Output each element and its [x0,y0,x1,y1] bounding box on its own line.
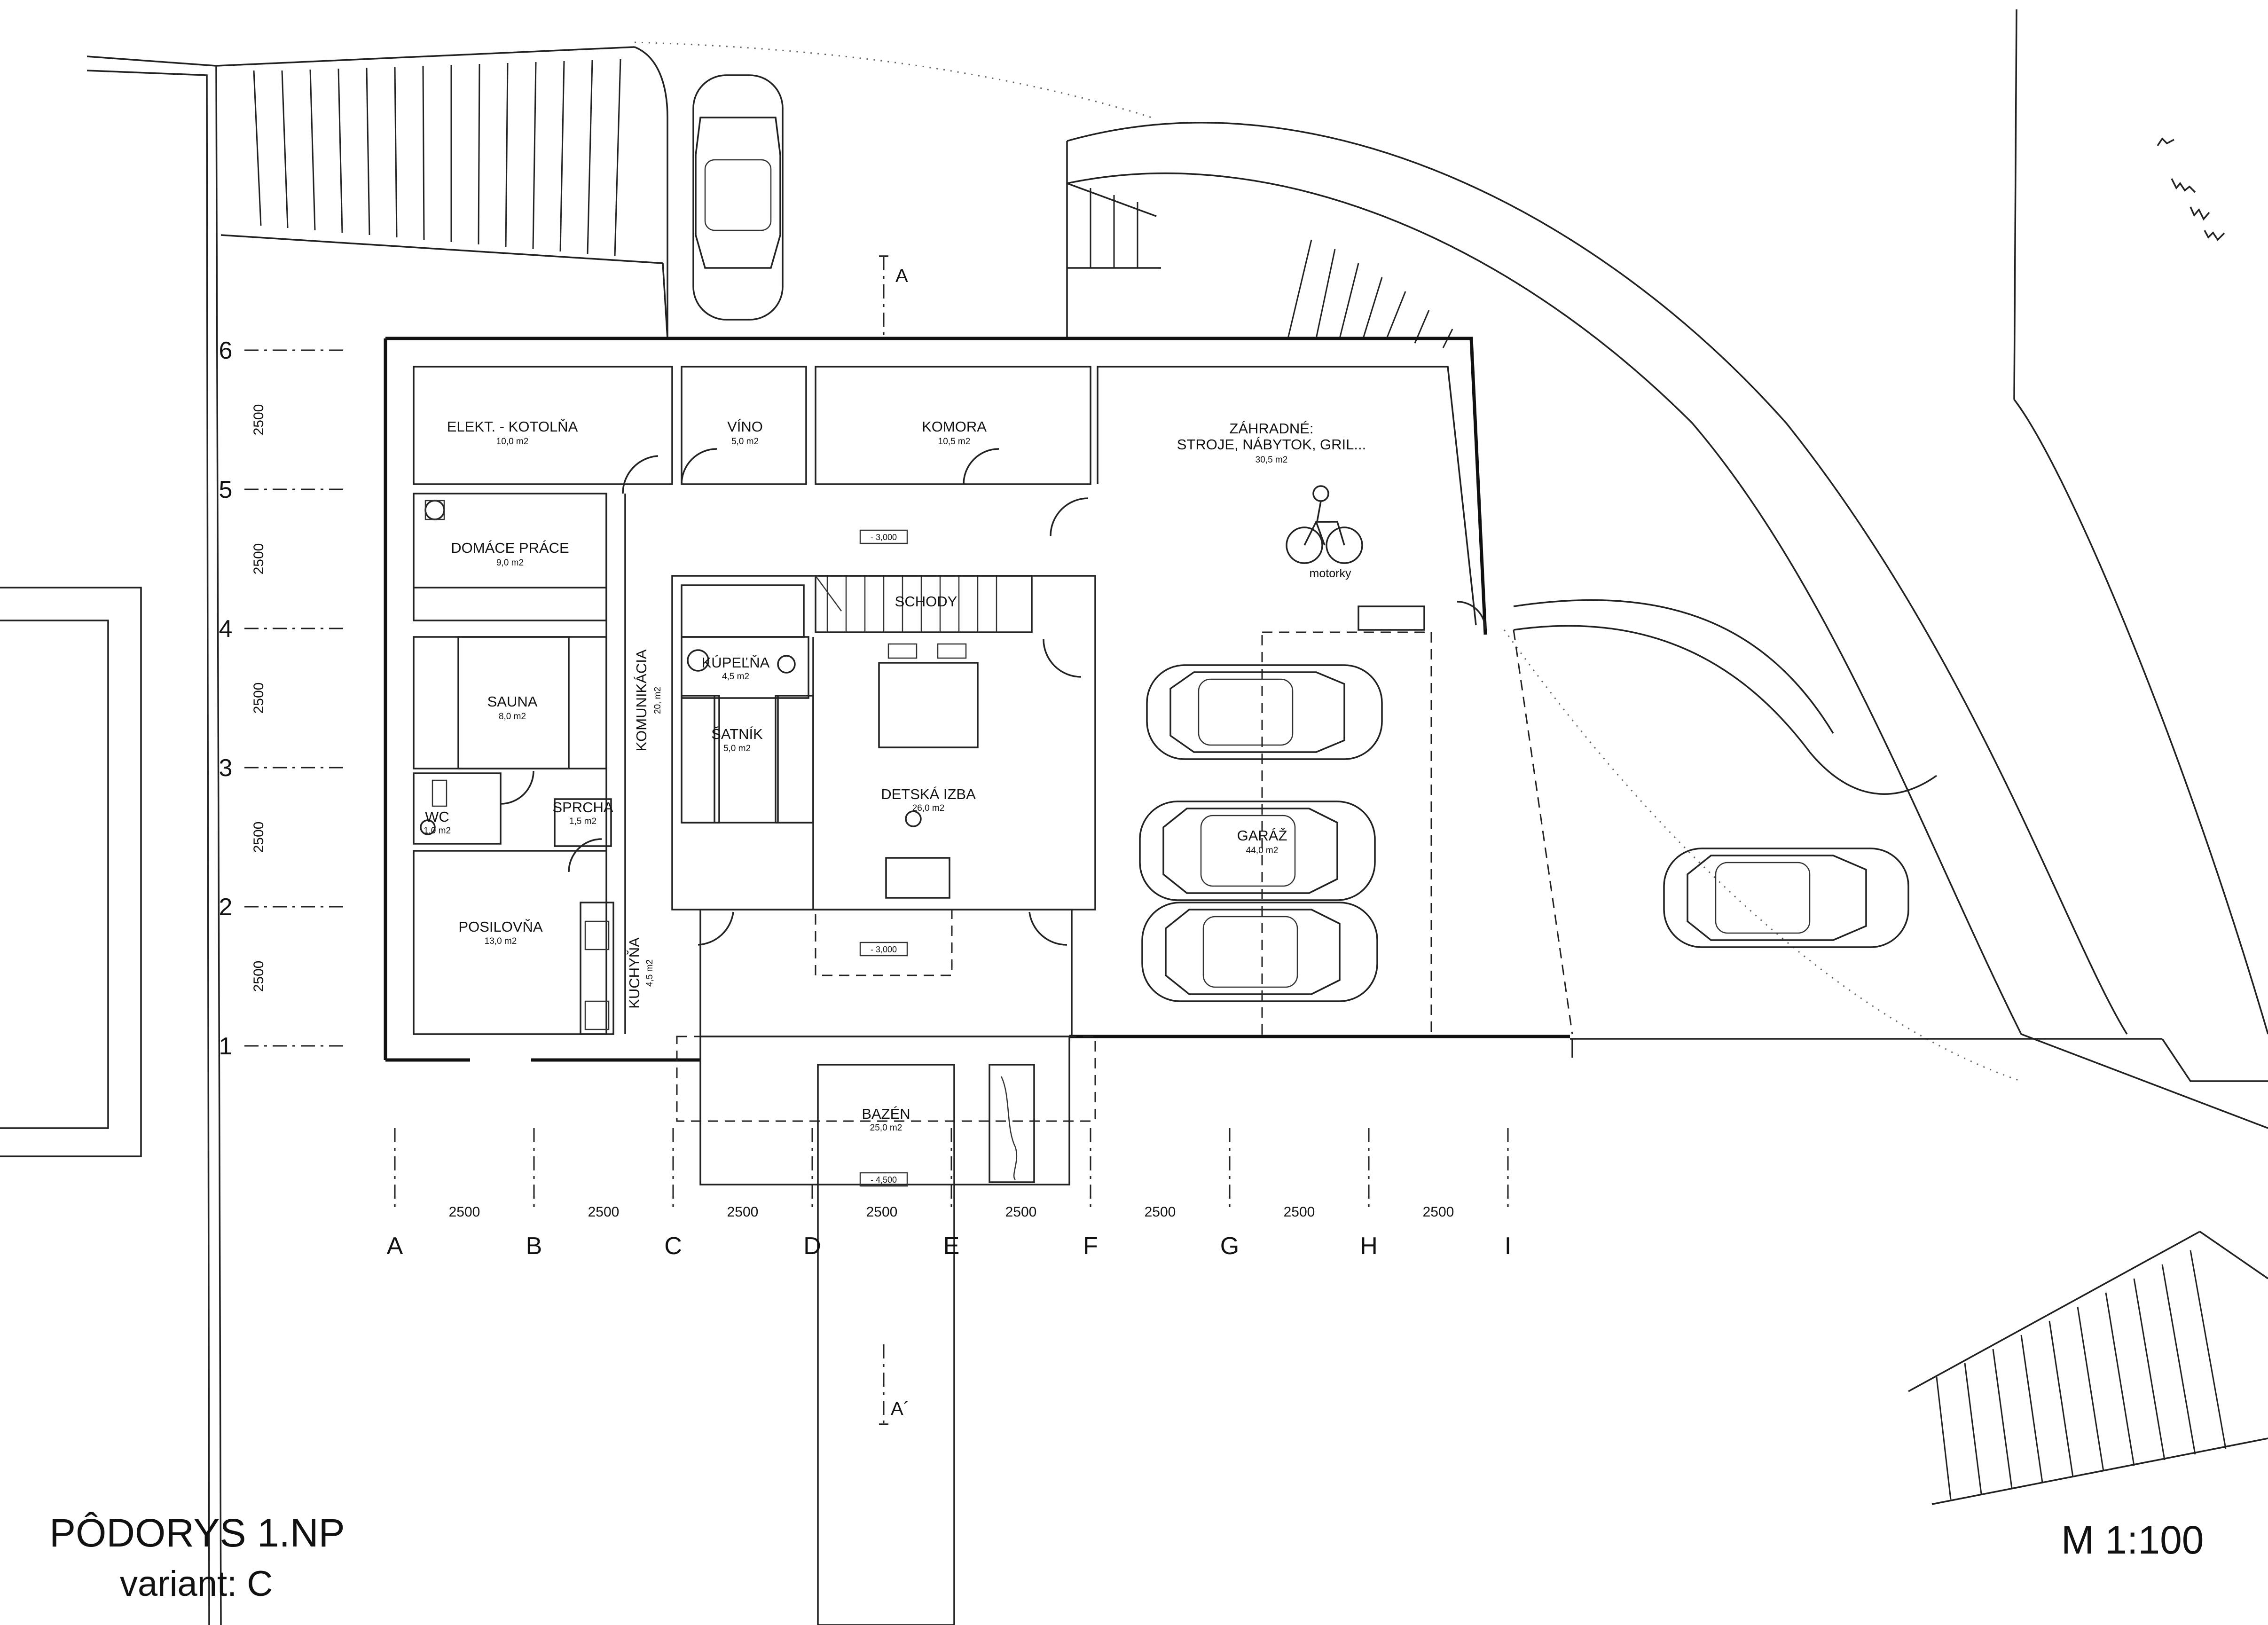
room-sprcha-name: SPRCHA [552,799,613,816]
room-satnik-area: 5,0 m2 [723,744,751,754]
column-dimension: 2500 [588,1204,620,1220]
level-pool: - 4,500 [871,1175,897,1185]
column-axis-label-F: F [1083,1232,1098,1260]
row-dimension: 2500 [251,543,267,575]
car-garage-2 [1139,801,1376,901]
room-bazen-name: BAZÉN [862,1106,910,1122]
column-axis-label-H: H [1360,1232,1378,1260]
column-axis-label-A: A [387,1232,403,1260]
room-komunikacia-area: 20, m2 [653,687,663,714]
car-garage-1 [1146,664,1383,760]
room-komora-area: 10,5 m2 [938,437,971,447]
column-axis-label-B: B [526,1232,542,1260]
room-schody-name: SCHODY [895,593,957,610]
site-context [0,9,2268,1625]
drawing-subtitle: variant: C [120,1564,273,1604]
car-garage-3 [1141,902,1378,1002]
room-satnik-name: ŠATNÍK [711,726,763,742]
room-wc-area: 1,0 m2 [424,826,451,836]
row-axis-label-4: 4 [219,615,233,643]
room-kuchyna-name: KUCHYŇA [626,937,643,1009]
section-mark-bottom: A´ [891,1398,910,1419]
room-bazen-area: 25,0 m2 [870,1123,902,1133]
column-dimension: 2500 [1284,1204,1315,1220]
row-axis-label-2: 2 [219,894,233,921]
parking-bays-top-left [216,46,663,264]
column-dimension: 2500 [449,1204,480,1220]
column-axis-label-I: I [1505,1232,1511,1260]
room-sauna-area: 8,0 m2 [499,712,526,722]
room-garaz-area: 44,0 m2 [1246,846,1279,856]
column-axis-label-E: E [943,1232,960,1260]
room-domace-name: DOMÁCE PRÁCE [451,540,569,556]
column-axes: A B C D E F G H I 2500 2500 2500 2500 2500 2500 2500 250… [387,1128,1511,1260]
room-vino-name: VÍNO [727,418,763,435]
row-axis-label-5: 5 [219,476,233,503]
room-posilovna-area: 13,0 m2 [485,936,517,946]
row-axis-label-3: 3 [219,754,233,782]
room-vino-area: 5,0 m2 [731,437,759,447]
motorky-label: motorky [1310,567,1351,580]
room-zahradne-name: ZÁHRADNÉ: [1229,420,1313,437]
row-dimension: 2500 [251,961,267,992]
bicycle-icon [1286,485,1363,564]
room-garaz-name: GARÁŽ [1237,827,1287,844]
parking-bays-top-middle [1067,182,1453,348]
section-mark-top: A [895,266,908,286]
column-dimension: 2500 [1423,1204,1454,1220]
room-zahradne-name2: STROJE, NÁBYTOK, GRIL... [1177,436,1366,453]
room-posilovna-name: POSILOVŇA [458,918,542,935]
parking-bays-bottom-right [1908,1231,2268,1505]
room-detska-name: DETSKÁ IZBA [881,786,976,802]
room-wc-name: WC [425,809,449,825]
room-elekt-name: ELEKT. - KOTOLŇA [447,418,578,435]
row-axis-label-1: 1 [219,1033,233,1060]
room-kuchyna-area: 4,5 m2 [645,959,655,987]
garage-door-housing [1358,605,1425,631]
column-dimension: 2500 [1005,1204,1037,1220]
room-komora-name: KOMORA [922,418,987,435]
room-zahradne-area: 30,5 m2 [1256,455,1288,465]
drawing-scale: M 1:100 [2061,1518,2204,1562]
column-axis-label-G: G [1220,1232,1239,1260]
column-axis-label-D: D [803,1232,821,1260]
column-dimension: 2500 [1145,1204,1176,1220]
drawing-title: PÔDORYS 1.NP [49,1511,345,1555]
car-top-driveway [692,74,784,321]
room-detska-area: 26,0 m2 [912,803,945,813]
room-domace-area: 9,0 m2 [496,558,524,568]
row-dimension: 2500 [251,822,267,853]
car-outside-right [1663,848,1909,948]
level-terrace: - 3,000 [871,945,897,954]
row-axis-label-6: 6 [219,337,233,364]
room-sprcha-area: 1,5 m2 [569,816,596,826]
row-dimension: 2500 [251,683,267,714]
column-axis-label-C: C [664,1232,682,1260]
column-dimension: 2500 [866,1204,898,1220]
room-kupelna-area: 4,5 m2 [722,672,749,682]
room-elekt-area: 10,0 m2 [496,437,529,447]
column-dimension: 2500 [727,1204,759,1220]
row-dimension: 2500 [251,404,267,436]
building-walls [384,337,1570,1625]
room-sauna-name: SAUNA [487,693,538,710]
room-kupelna-name: KÚPEĽŇA [702,654,770,671]
room-komunikacia-name: KOMUNIKÁCIA [633,649,650,751]
row-axes: 1 2 3 4 5 6 2500 2500 2500 2500 2500 [219,337,345,1060]
garage-door-swing [1261,631,1432,1037]
level-hall: - 3,000 [871,533,897,542]
